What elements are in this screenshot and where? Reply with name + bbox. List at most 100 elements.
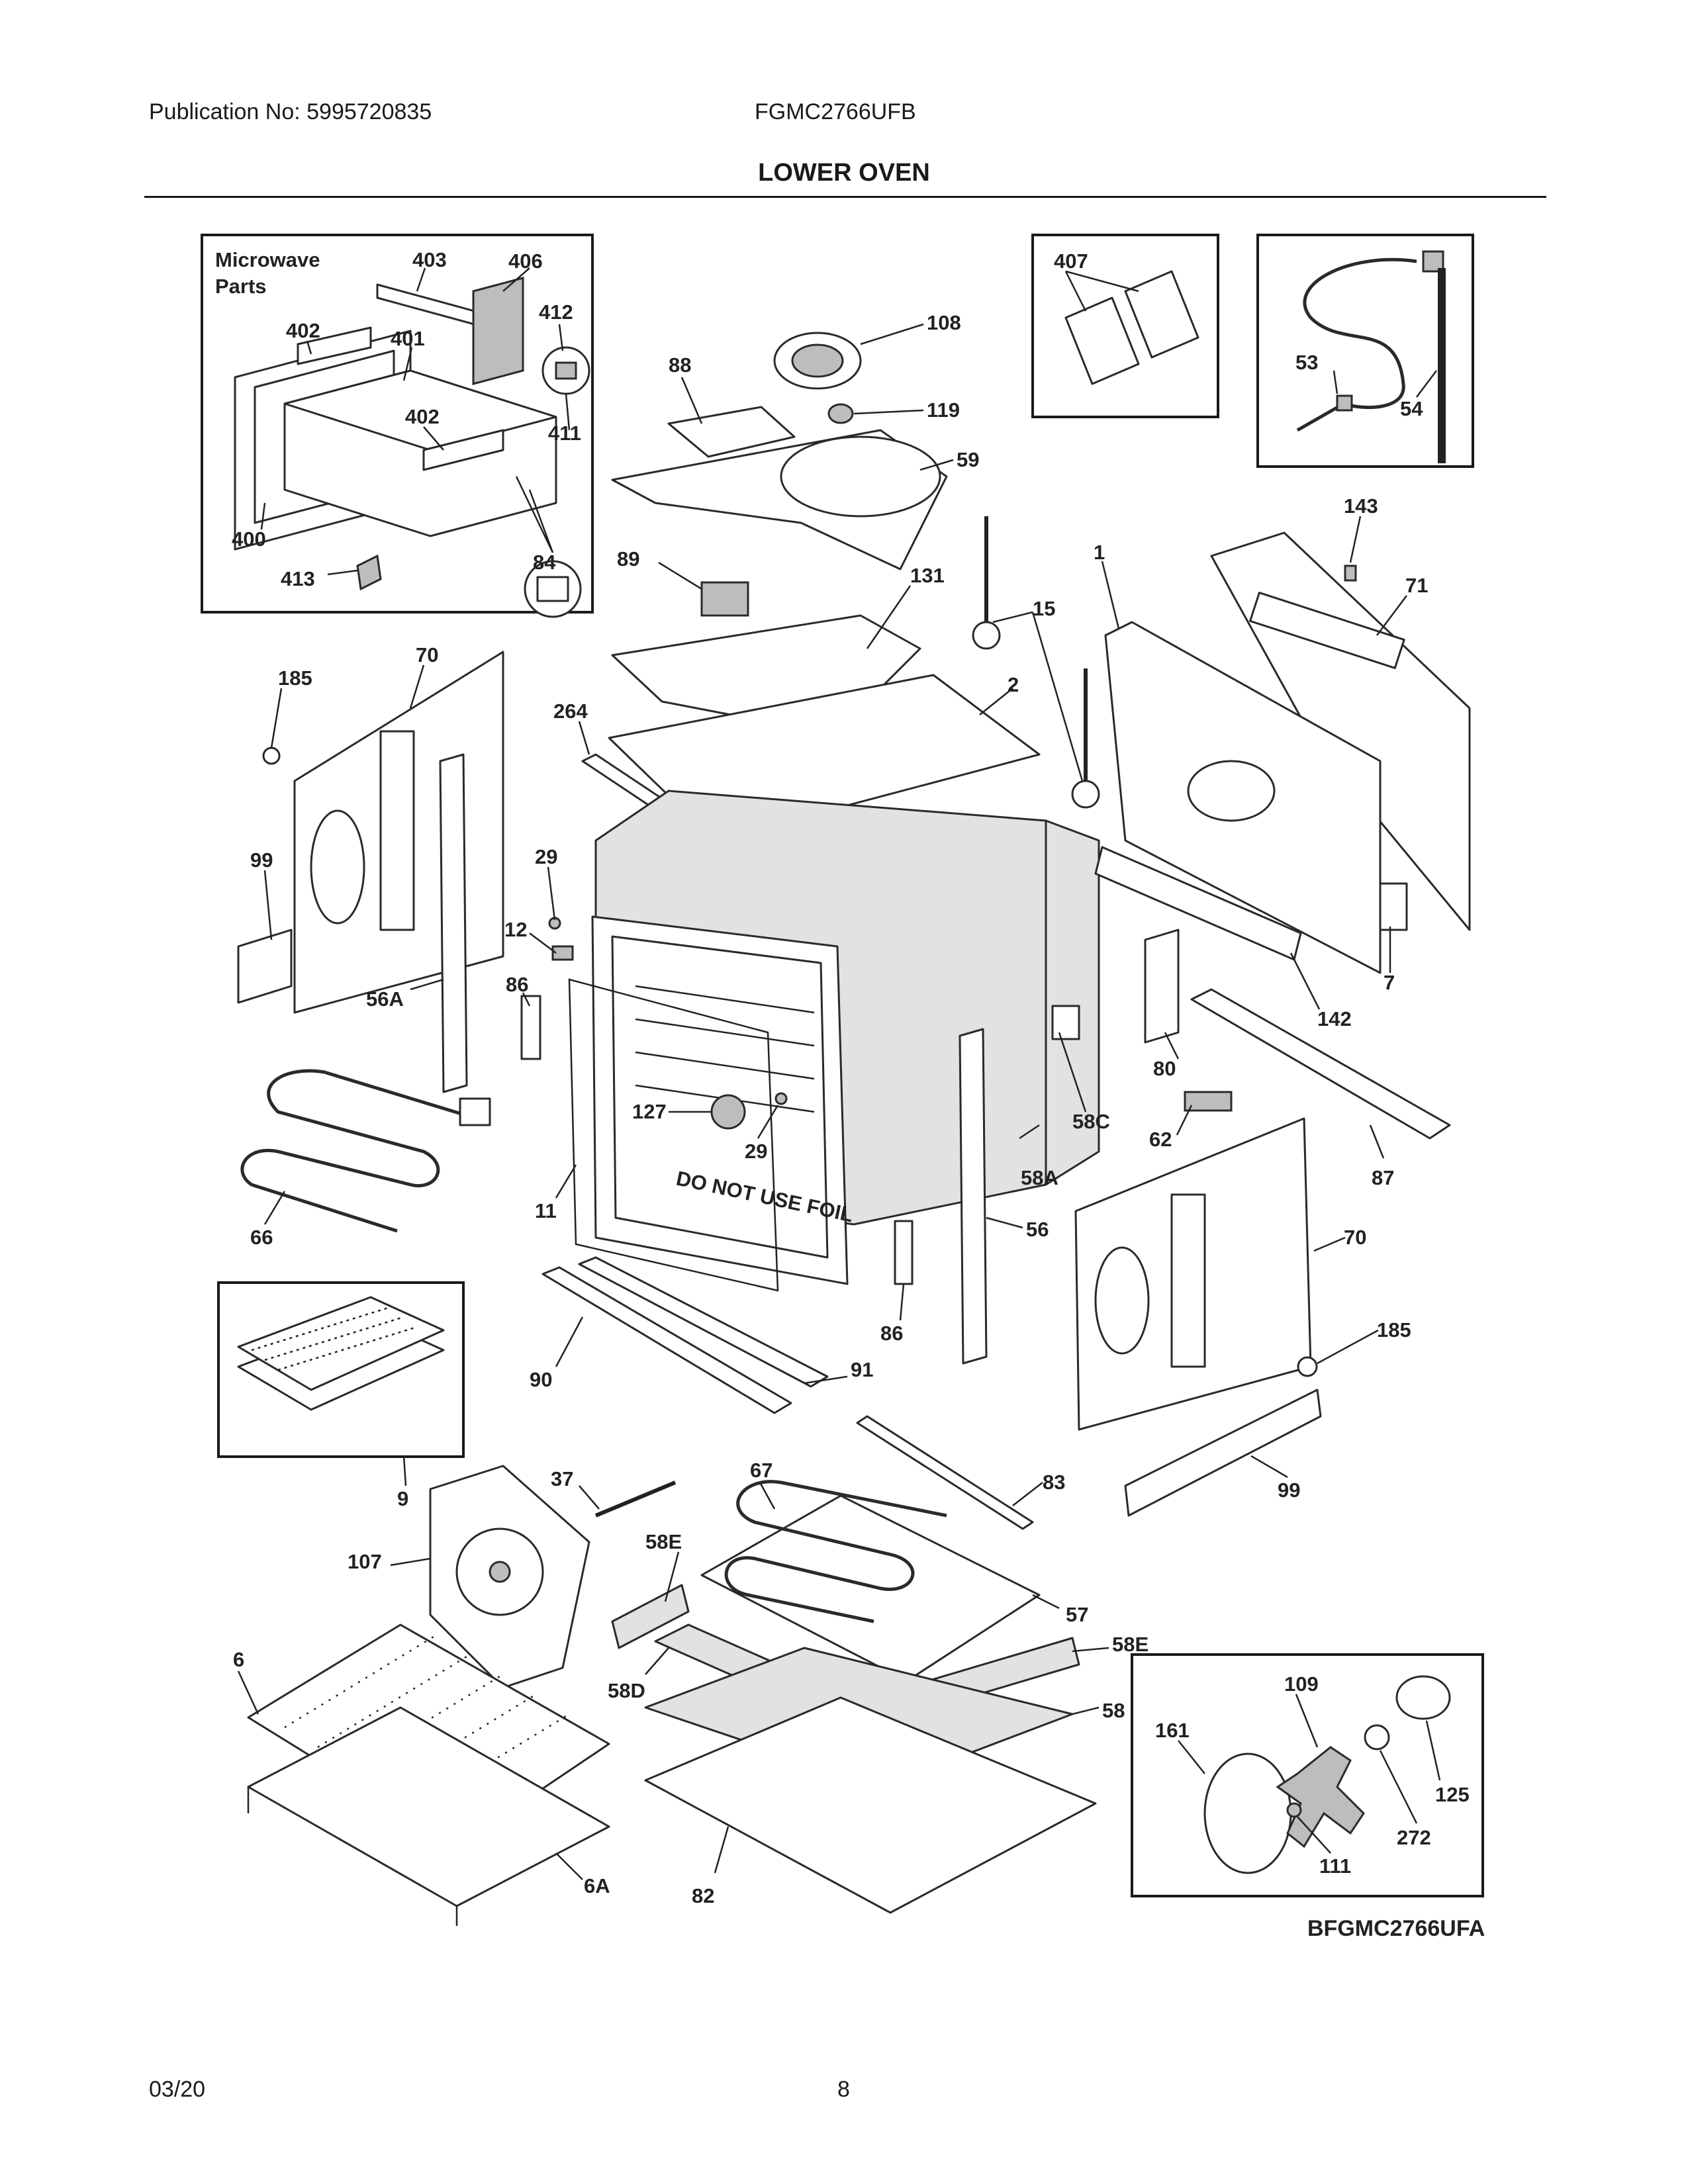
callout-107: 107 — [348, 1550, 382, 1573]
inset-53-54: 53 54 — [1256, 234, 1474, 468]
callout-56A: 56A — [366, 987, 404, 1011]
door-gasket — [568, 978, 779, 1292]
header-divider — [144, 196, 1546, 198]
rack-group: 6 6A — [233, 1623, 610, 1926]
microwave-clip — [356, 554, 382, 591]
inset-microwave-title-2: Parts — [215, 275, 267, 298]
callout-2: 2 — [1008, 673, 1019, 696]
callout-402-upper: 402 — [286, 319, 320, 342]
microwave-switch — [555, 361, 577, 380]
callout-15: 15 — [1033, 597, 1055, 620]
callout-84: 84 — [533, 551, 556, 574]
blower-ring — [780, 435, 941, 518]
rear-panel-71-slot — [1249, 592, 1405, 669]
grommet-185-right — [1297, 1356, 1318, 1377]
trim-90 — [541, 1266, 792, 1414]
left-side-assembly: 70 185 99 56A — [237, 643, 504, 1093]
callout-403: 403 — [412, 248, 447, 271]
rail-56A — [439, 753, 468, 1093]
microwave-switch-84 — [536, 576, 569, 602]
rail-56 — [959, 1028, 988, 1365]
oven-cavity-side — [1045, 819, 1100, 1186]
inset-broil-pan-frame — [217, 1281, 465, 1458]
bottom-pan-group: 82 — [644, 1696, 1097, 1914]
callout-70-right: 70 — [1344, 1226, 1366, 1249]
callout-6: 6 — [233, 1648, 244, 1671]
bottom-trim-group: 90 91 — [530, 1256, 873, 1414]
callout-86-right: 86 — [880, 1322, 903, 1345]
callout-88: 88 — [669, 353, 691, 377]
insulation-58E-left — [611, 1584, 690, 1649]
callout-99-left: 99 — [250, 848, 273, 872]
blower-coupler — [827, 403, 854, 424]
callout-402-lower: 402 — [405, 405, 440, 428]
callout-6A: 6A — [584, 1874, 610, 1897]
inset-microwave-frame — [201, 234, 594, 614]
callout-143: 143 — [1344, 494, 1378, 518]
callout-53: 53 — [1295, 351, 1318, 374]
bushing-272 — [1364, 1724, 1390, 1751]
right-side-assembly: 70 185 56 86 99 — [880, 1028, 1411, 1517]
sliding-rack-6A — [247, 1706, 610, 1907]
callout-54: 54 — [1400, 397, 1423, 420]
bracket-58C — [1051, 1005, 1080, 1040]
callout-12: 12 — [504, 918, 527, 941]
fan-cover-group: 37 107 — [348, 1465, 677, 1689]
inset-53-54-frame — [1256, 234, 1474, 468]
page-title: LOWER OVEN — [758, 159, 930, 187]
bracket-80 — [1144, 929, 1180, 1044]
inset-microwave-title-1: Microwave — [215, 248, 320, 271]
callout-58C: 58C — [1072, 1110, 1110, 1133]
side-panel-right-window — [1094, 1246, 1150, 1355]
sensor-wire-53 — [1296, 257, 1417, 432]
callout-67: 67 — [750, 1459, 773, 1482]
callout-59: 59 — [957, 448, 979, 471]
sensor-15-upper — [972, 621, 1001, 650]
heating-ring-161 — [1203, 1752, 1292, 1874]
callout-57: 57 — [1066, 1603, 1088, 1626]
sensor-53-probe — [1336, 394, 1353, 412]
side-panel-right-slot — [1170, 1193, 1206, 1368]
rear-frame-opening — [1187, 760, 1276, 822]
callout-29-lower: 29 — [745, 1140, 767, 1163]
callout-109: 109 — [1284, 1672, 1319, 1696]
callout-58A: 58A — [1021, 1166, 1058, 1189]
callout-125: 125 — [1435, 1783, 1470, 1806]
callout-1: 1 — [1094, 541, 1105, 564]
bake-element-67 — [724, 1480, 947, 1623]
callout-58E-right: 58E — [1112, 1633, 1149, 1656]
callout-86-left: 86 — [506, 973, 528, 996]
callout-264: 264 — [553, 700, 588, 723]
callout-37: 37 — [551, 1467, 573, 1490]
broil-element-66 — [240, 1069, 477, 1233]
callout-127: 127 — [632, 1100, 667, 1123]
page-number: 8 — [837, 2077, 850, 2102]
callout-89: 89 — [617, 547, 639, 570]
microwave-bracket-upper — [297, 326, 372, 365]
bracket-99-left — [237, 929, 293, 1004]
callout-62: 62 — [1149, 1128, 1172, 1151]
callout-119: 119 — [927, 398, 960, 422]
rear-assembly: 143 71 1 7 142 80 62 87 — [1094, 494, 1471, 1189]
inset-convection-fan: 109 161 125 272 111 — [1131, 1653, 1484, 1897]
bracket-7 — [1379, 882, 1408, 931]
bake-element-group: 67 83 57 — [700, 1415, 1088, 1682]
callout-58E-left: 58E — [645, 1530, 682, 1553]
callout-87: 87 — [1372, 1166, 1394, 1189]
bracket-99-right — [1124, 1388, 1322, 1517]
callout-406: 406 — [508, 250, 543, 273]
callout-66: 66 — [250, 1226, 273, 1249]
microwave-housing-top — [283, 369, 557, 451]
callout-161: 161 — [1155, 1719, 1190, 1742]
callout-400: 400 — [232, 527, 266, 551]
callout-56: 56 — [1026, 1218, 1049, 1241]
element-tray-57 — [700, 1494, 1041, 1682]
broil-element-group: 66 — [240, 1069, 491, 1249]
part-12 — [551, 945, 574, 961]
callout-70-left: 70 — [416, 643, 438, 666]
callout-108: 108 — [927, 311, 961, 334]
inset-407-frame — [1031, 234, 1219, 418]
inset-broil-pan: 9 — [217, 1281, 465, 1510]
fan-blade-109 — [1276, 1746, 1365, 1848]
